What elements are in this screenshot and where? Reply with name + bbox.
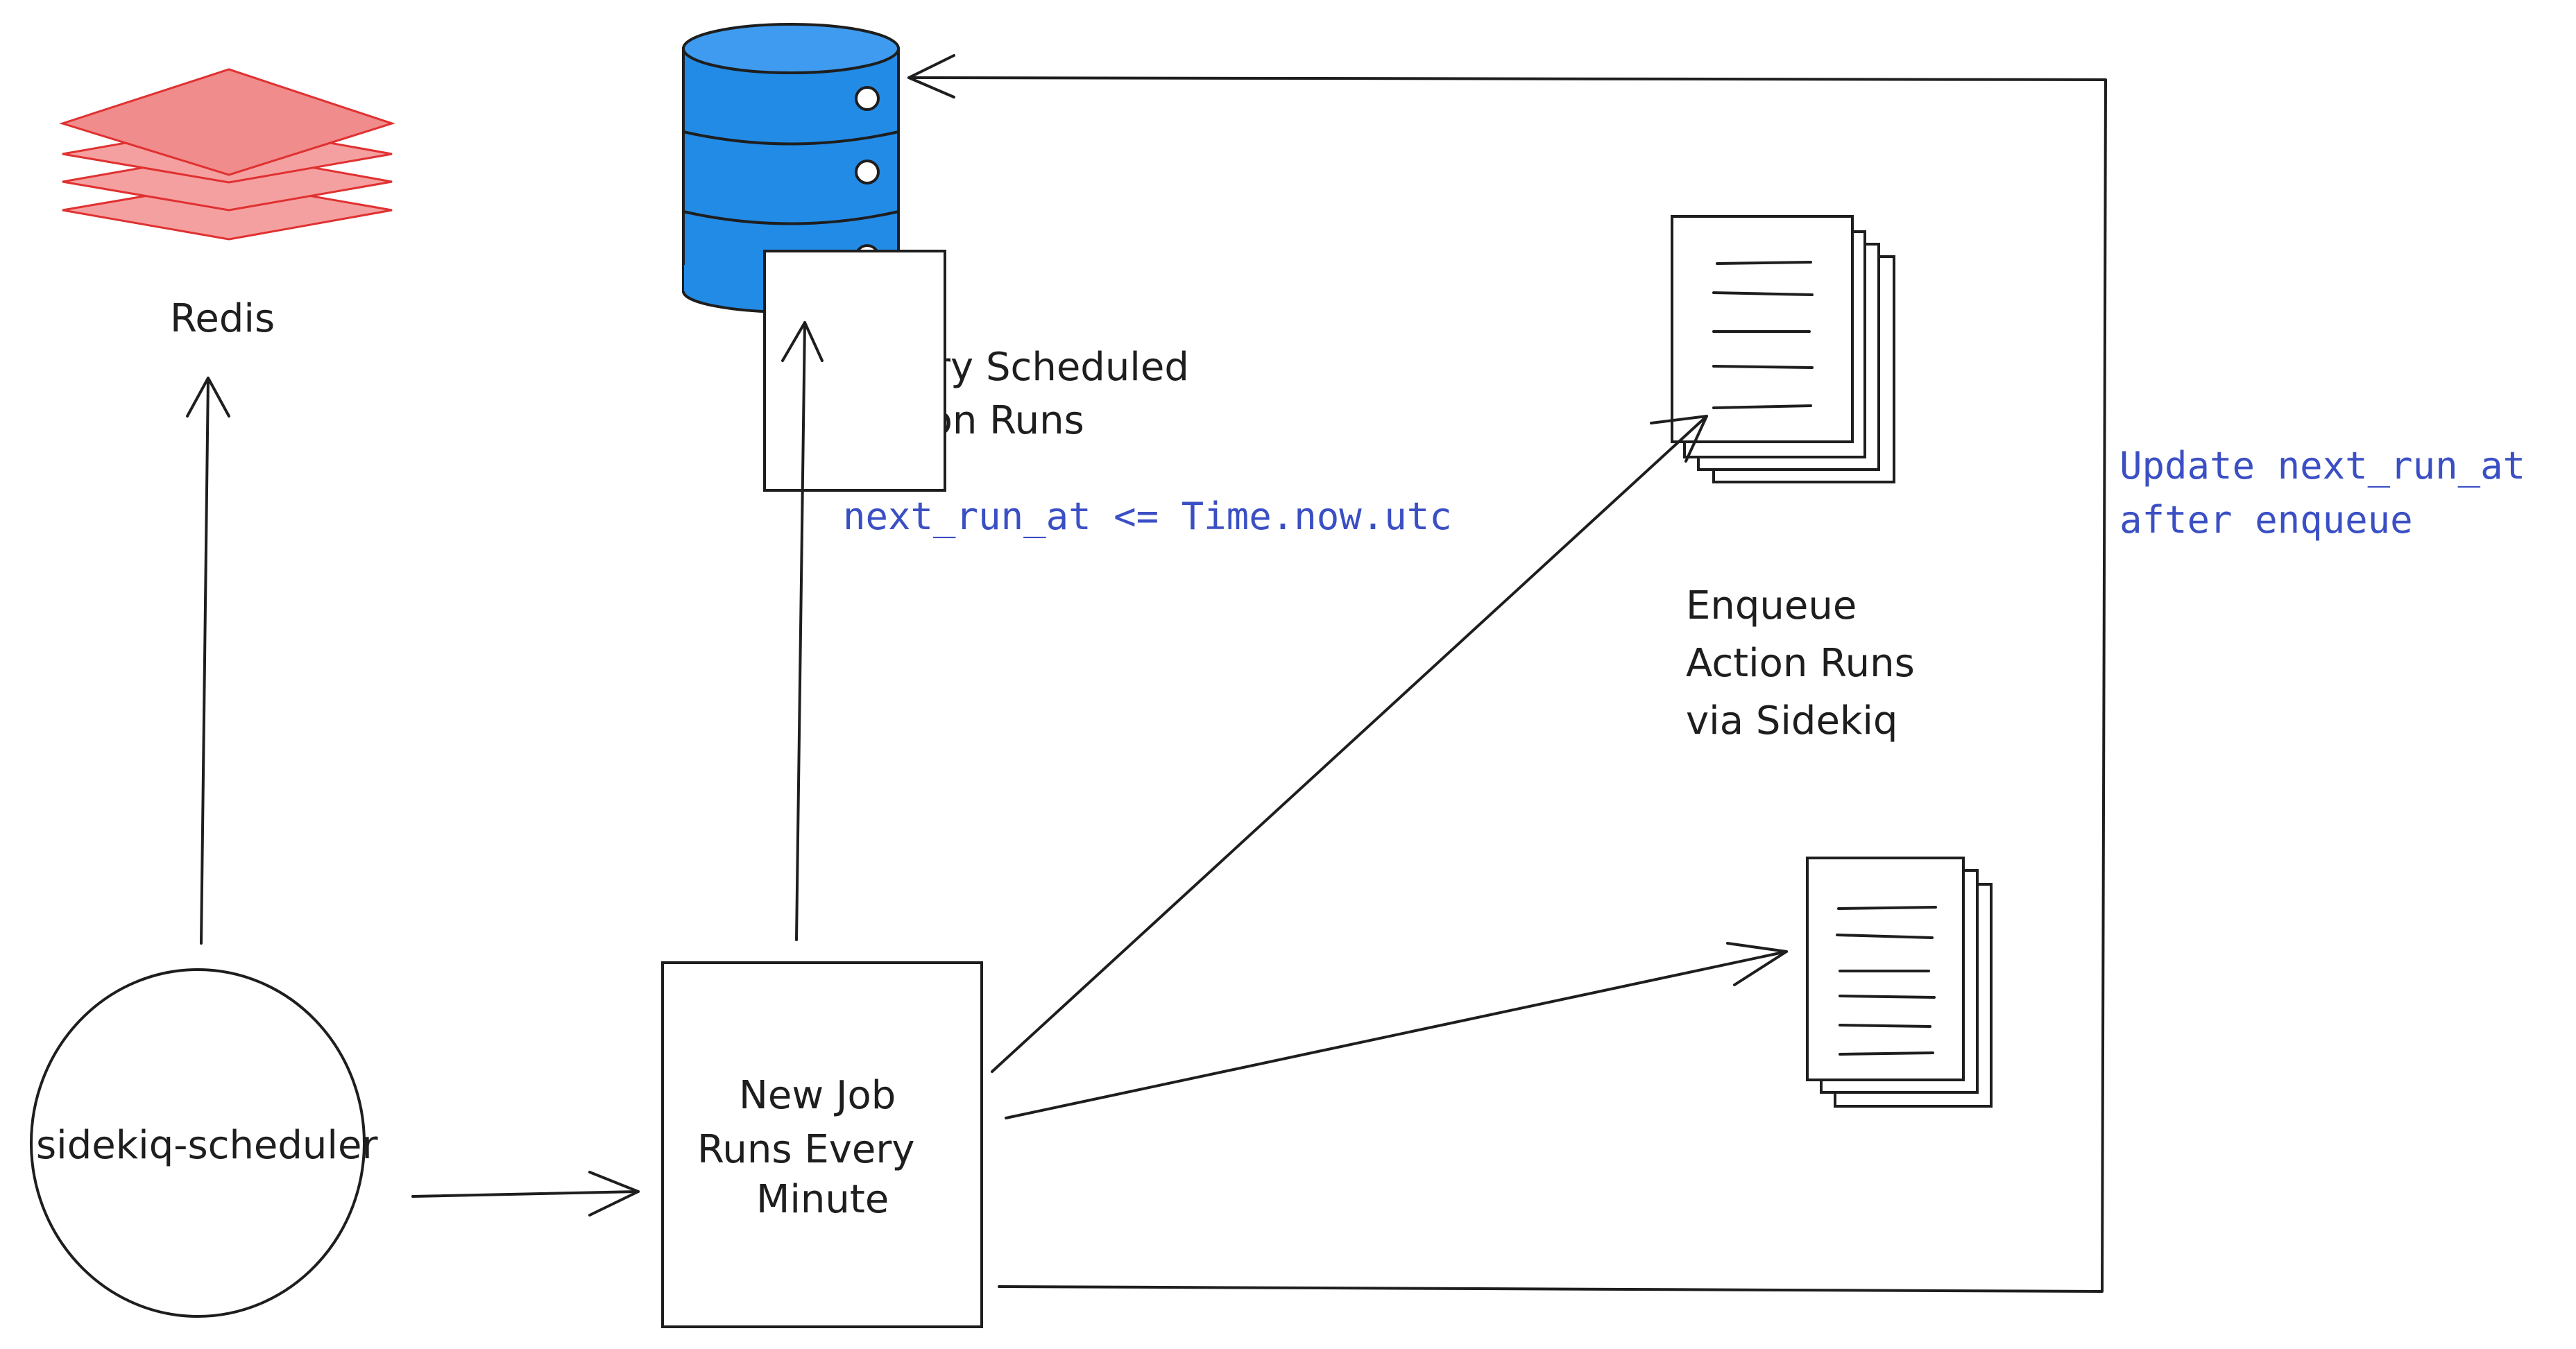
condition-label: next_run_at <= Time.now.utc xyxy=(843,495,1452,538)
arrow-job-to-document-bottom xyxy=(1005,942,1788,1119)
enqueue-label-line-3: via Sidekiq xyxy=(1686,698,1897,744)
redis-label: Redis xyxy=(170,296,275,341)
arrow-job-to-database xyxy=(781,321,824,941)
job-label-line-3: Minute xyxy=(756,1177,889,1222)
arrow-update-loop xyxy=(907,54,2107,1293)
update-label-line-1: Update next_run_at xyxy=(2119,444,2525,488)
job-box xyxy=(661,961,983,1328)
job-label-line-2: Runs Every xyxy=(697,1127,915,1172)
enqueue-label-line-1: Enqueue xyxy=(1686,583,1857,628)
redis-layers-icon xyxy=(59,68,395,241)
job-label-line-1: New Job xyxy=(739,1073,896,1118)
scheduler-node xyxy=(30,968,366,1318)
document-stack-icon-bottom xyxy=(1806,857,1993,1108)
enqueue-label-line-2: Action Runs xyxy=(1686,641,1915,686)
document-stack-icon-top xyxy=(763,215,1895,492)
scheduler-label: sidekiq-scheduler xyxy=(36,1123,378,1168)
update-label-line-2: after enqueue xyxy=(2119,498,2413,542)
arrow-job-to-document-top xyxy=(991,415,1708,1073)
arrow-scheduler-to-redis xyxy=(186,377,230,945)
arrow-scheduler-to-job xyxy=(411,1171,640,1217)
